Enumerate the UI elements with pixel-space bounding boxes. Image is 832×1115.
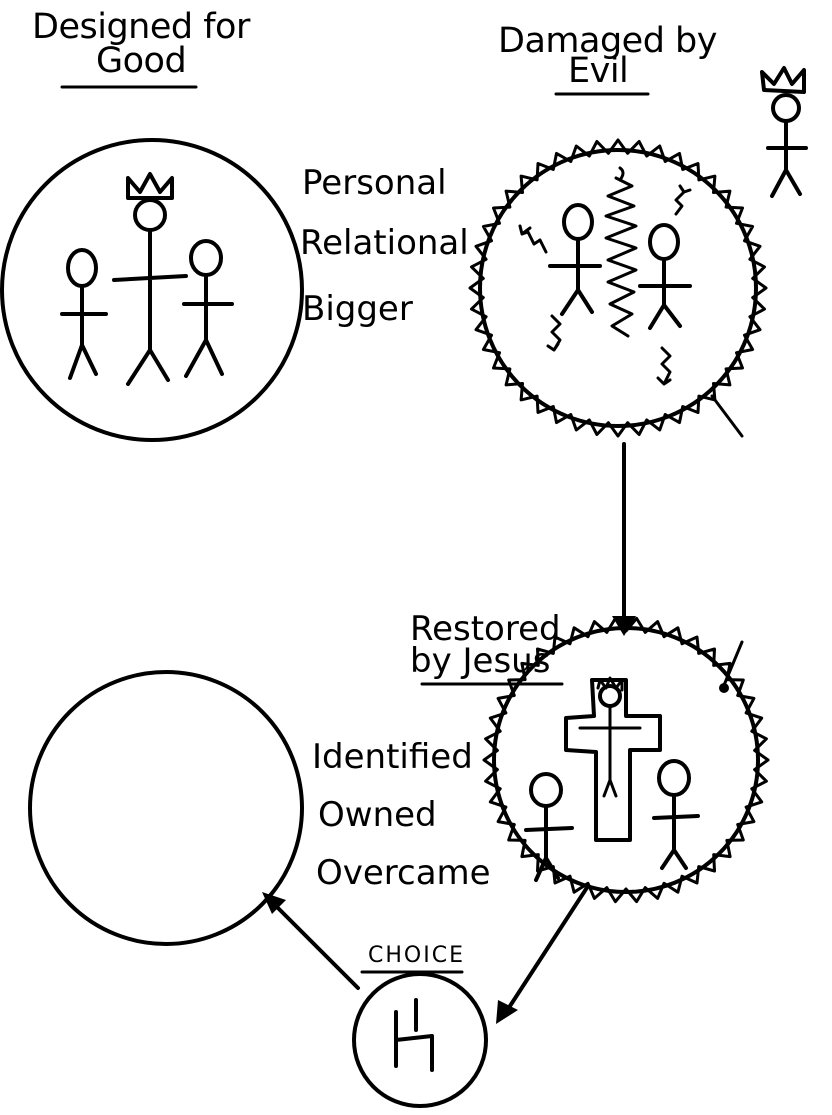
person-figure-icon (62, 250, 106, 378)
person-figure-icon (526, 774, 572, 880)
choice-group: CHOICE (354, 943, 486, 1106)
restored-circle (494, 628, 758, 892)
label-bigger: Bigger (302, 289, 413, 329)
upward-squiggle-arrow (520, 226, 546, 252)
empty-circle (30, 672, 302, 944)
heading-designed-for-good: Designed for Good (32, 7, 251, 87)
crowned-figure-icon (114, 174, 186, 384)
pointer-line (712, 396, 742, 436)
heading-restored-by-jesus: Restored by Jesus (410, 609, 562, 684)
upward-squiggle-arrow (676, 186, 690, 214)
gear-shift-icon (396, 1000, 432, 1070)
heading-damaged-by-evil: Damaged by Evil (498, 21, 717, 94)
arrow-to-choice (496, 886, 588, 1024)
heading-damaged-line2: Evil (568, 51, 628, 91)
label-relational: Relational (300, 223, 469, 263)
down-arrow (612, 444, 636, 636)
damaged-circle-group (470, 140, 766, 436)
label-personal: Personal (302, 163, 447, 203)
jagged-evil-ring (470, 140, 766, 436)
restored-labels: Identified Owned Overcame (312, 737, 491, 893)
label-identified: Identified (312, 737, 473, 777)
heading-restored-line2: by Jesus (410, 641, 550, 681)
downward-squiggle-arrow (658, 348, 670, 384)
arrow-to-empty-circle (262, 892, 358, 988)
downward-squiggle-arrow (548, 316, 560, 350)
person-figure-icon (654, 761, 698, 868)
choice-circle (354, 974, 486, 1106)
person-figure-icon (640, 225, 690, 328)
person-figure-icon (550, 205, 600, 314)
label-owned: Owned (318, 795, 437, 835)
cross-icon (566, 678, 660, 840)
crowned-figure-icon (762, 68, 806, 196)
barrier-squiggle (606, 178, 636, 336)
designed-labels: Personal Relational Bigger (300, 163, 469, 329)
label-overcame: Overcame (316, 853, 491, 893)
designed-circle-group (2, 140, 302, 440)
person-figure-icon (184, 241, 232, 376)
heading-choice: CHOICE (368, 943, 465, 968)
heading-designed-line2: Good (96, 41, 186, 81)
